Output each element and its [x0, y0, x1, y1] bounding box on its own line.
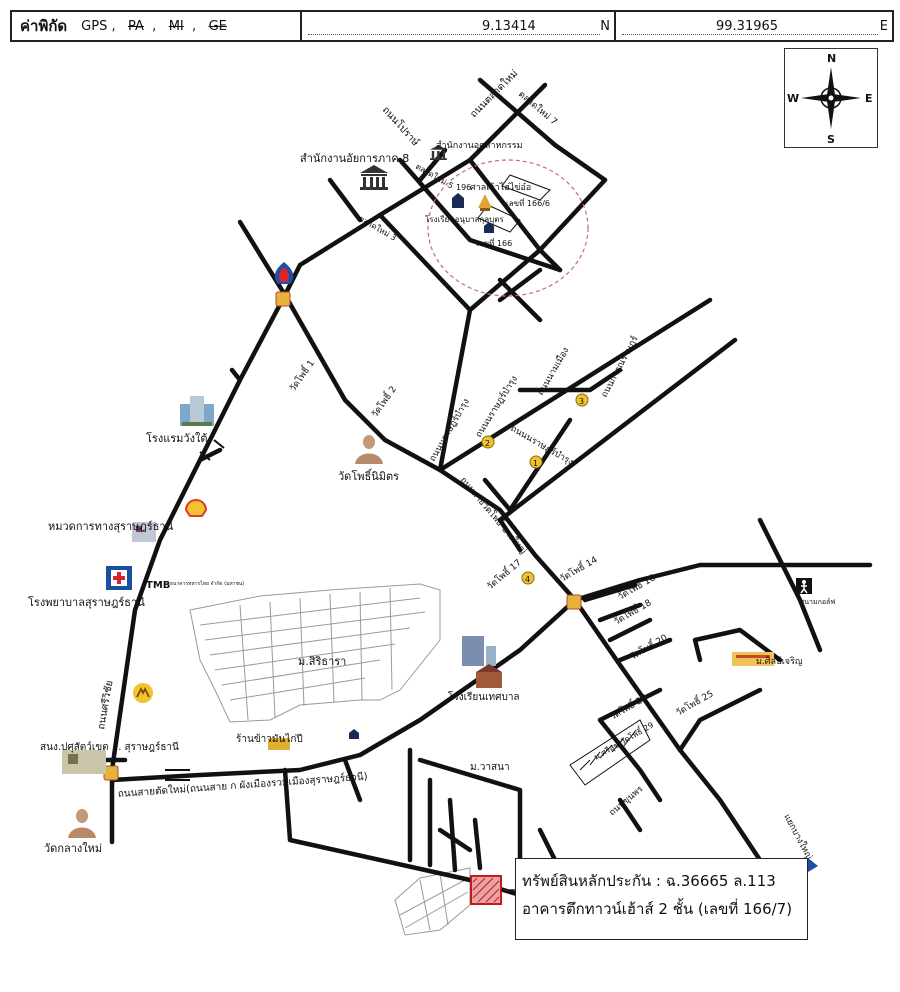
label-school-tech: โรงเรียนเทศบาล	[448, 690, 520, 703]
coordinate-label-cell: ค่าพิกัด GPS , PA , MI , GE	[12, 12, 302, 40]
property-area-circle	[427, 159, 589, 297]
hotel-building-icon	[180, 396, 214, 426]
road-network	[67, 77, 873, 898]
route-arrow-icon	[808, 858, 818, 872]
label-school: โรงเรียนอนุบาลกุลบุตร	[425, 214, 504, 224]
government-building-icon	[360, 165, 388, 190]
shrine-icon	[478, 194, 492, 211]
label-watpho2: วัดโพธิ์ 2	[368, 383, 399, 420]
compass-n: N	[827, 52, 836, 65]
callout-line-1: ทรัพย์สินหลักประกัน : ฉ.36665 ล.113	[522, 872, 776, 890]
latitude-value: 9.13414	[482, 19, 536, 34]
buddha-icon	[355, 435, 383, 464]
label-shrine: ศาลเจ้าไฮ่ไข่อ๋อ	[470, 182, 531, 193]
coordinate-label: ค่าพิกัด	[20, 17, 68, 35]
numbered-markers: 3 2 1 4	[481, 393, 589, 585]
label-196: 196	[456, 183, 471, 192]
krungsri-bank-icon	[133, 683, 153, 703]
shell-station-icon	[184, 498, 208, 517]
longitude-unit: E	[879, 19, 888, 34]
buddha-icon	[68, 809, 96, 838]
school-icon	[476, 664, 502, 688]
callout-line-2: อาคารตึกทาวน์เฮ้าส์ 2 ชั้น (เลขที่ 166/7…	[522, 900, 793, 918]
label-golf: สนามกอล์ฟ	[800, 598, 835, 606]
compass-rose: N S W E	[784, 48, 878, 148]
building-166-icon	[484, 222, 494, 233]
estate-sign-icon	[732, 652, 774, 666]
hospital-cross-icon	[106, 566, 132, 590]
svg-text:1: 1	[533, 459, 538, 468]
ptt-station-icon	[274, 262, 294, 284]
compass-w: W	[787, 92, 799, 105]
property-marker	[470, 875, 502, 905]
system-mi: MI	[168, 18, 184, 34]
small-building-icon	[349, 729, 359, 739]
label-hotel: โรงแรมวังใต้	[146, 431, 208, 445]
svg-text:TMB: TMB	[146, 580, 170, 591]
svg-text:3: 3	[579, 397, 584, 406]
hatched-blocks	[477, 174, 651, 786]
tech-school-icon	[462, 636, 496, 666]
system-ge: GE	[208, 18, 227, 34]
label-no-1666: เลขที่ 166/6	[506, 197, 550, 208]
latitude-cell: 9.13414 N	[302, 12, 616, 40]
label-highway-dept: หมวดการทางสุราษฎร์ธานี	[48, 520, 174, 533]
label-wat-klang-mai: วัดกลางใหม่	[44, 842, 102, 855]
school-building-icon	[452, 193, 464, 208]
label-watpho20: วัดโพธิ์ 20	[627, 630, 670, 662]
government-building-icon	[430, 145, 447, 160]
label-m-wasana: ม.วาสนา	[470, 762, 510, 773]
label-road-pho-bangyai: ถนนสายวัดโพธิ์-บางใหญ่	[458, 474, 531, 557]
svg-text:4: 4	[525, 575, 530, 584]
label-road-talat-mai: ถนนตลาดใหม่	[468, 67, 521, 120]
hiker-icon	[796, 578, 812, 594]
system-pa: PA	[128, 18, 144, 34]
label-industry-office: สำนักงานอุตสาหกรรม	[436, 140, 523, 151]
label-watpho27: วัดโพธิ์ 27	[607, 691, 649, 723]
label-livestock: สนง.ปศุสัตว์เขต ... สุราษฎร์ธานี	[40, 741, 179, 753]
label-wat-phothi: วัดโพธิ์นิมิตร	[338, 468, 399, 483]
longitude-cell: 99.31965 E	[616, 12, 892, 40]
livestock-office-icon	[62, 750, 106, 774]
traffic-light-icon	[103, 291, 582, 781]
tmb-bank-icon: TMB ธนาคารทหารไทย จำกัด (มหาชน)	[146, 580, 244, 591]
property-marker-hatch	[472, 877, 500, 903]
sirithara-estate-blocks	[189, 583, 471, 936]
longitude-value: 99.31965	[716, 19, 779, 34]
label-no-166: เลขที่ 166	[476, 237, 512, 248]
label-m-srisuk: ม.ศรีสุข/วัดโพธิ์ 29	[592, 719, 656, 762]
compass-s: S	[827, 133, 835, 146]
label-hospital: โรงพยาบาลสุราษฎร์ธานี	[28, 595, 145, 609]
label-m-sirithara: ม.สิริธารา	[298, 655, 346, 668]
label-road-porasat: ถนนโปราษ์	[380, 103, 423, 148]
property-callout: ทรัพย์สินหลักประกัน : ฉ.36665 ล.113 อาคา…	[515, 858, 808, 940]
label-bang-yai: แยกบางใหญ่	[781, 812, 814, 861]
compass-rose-icon: N S W E	[787, 52, 873, 146]
shop-icon	[268, 738, 290, 750]
label-m-sinchareon: ม.ศิลป์เจริญ	[756, 655, 803, 667]
label-watpho14: วัดโพธิ์ 14	[557, 552, 600, 584]
latitude-unit: N	[600, 19, 610, 34]
bridge-marker-icon	[165, 439, 225, 781]
system-gps: GPS	[81, 18, 108, 34]
label-shop: ร้านข้าวมันไก่ปี	[236, 733, 303, 745]
label-office8: สำนักงานอัยการภาค 8	[300, 152, 409, 165]
highway-dept-icon	[132, 522, 156, 542]
label-watpho17: วัดโพธิ์ 17	[484, 556, 524, 593]
label-road-srivichai: ถนนศรีวิชัย	[95, 679, 115, 730]
coordinate-bar: ค่าพิกัด GPS , PA , MI , GE 9.13414 N 99…	[10, 10, 894, 42]
svg-text:ธนาคารทหารไทย จำกัด (มหาชน): ธนาคารทหารไทย จำกัด (มหาชน)	[170, 580, 244, 587]
svg-text:2: 2	[485, 439, 490, 448]
compass-e: E	[865, 92, 873, 105]
label-watpho1: วัดโพธิ์ 1	[286, 357, 317, 394]
